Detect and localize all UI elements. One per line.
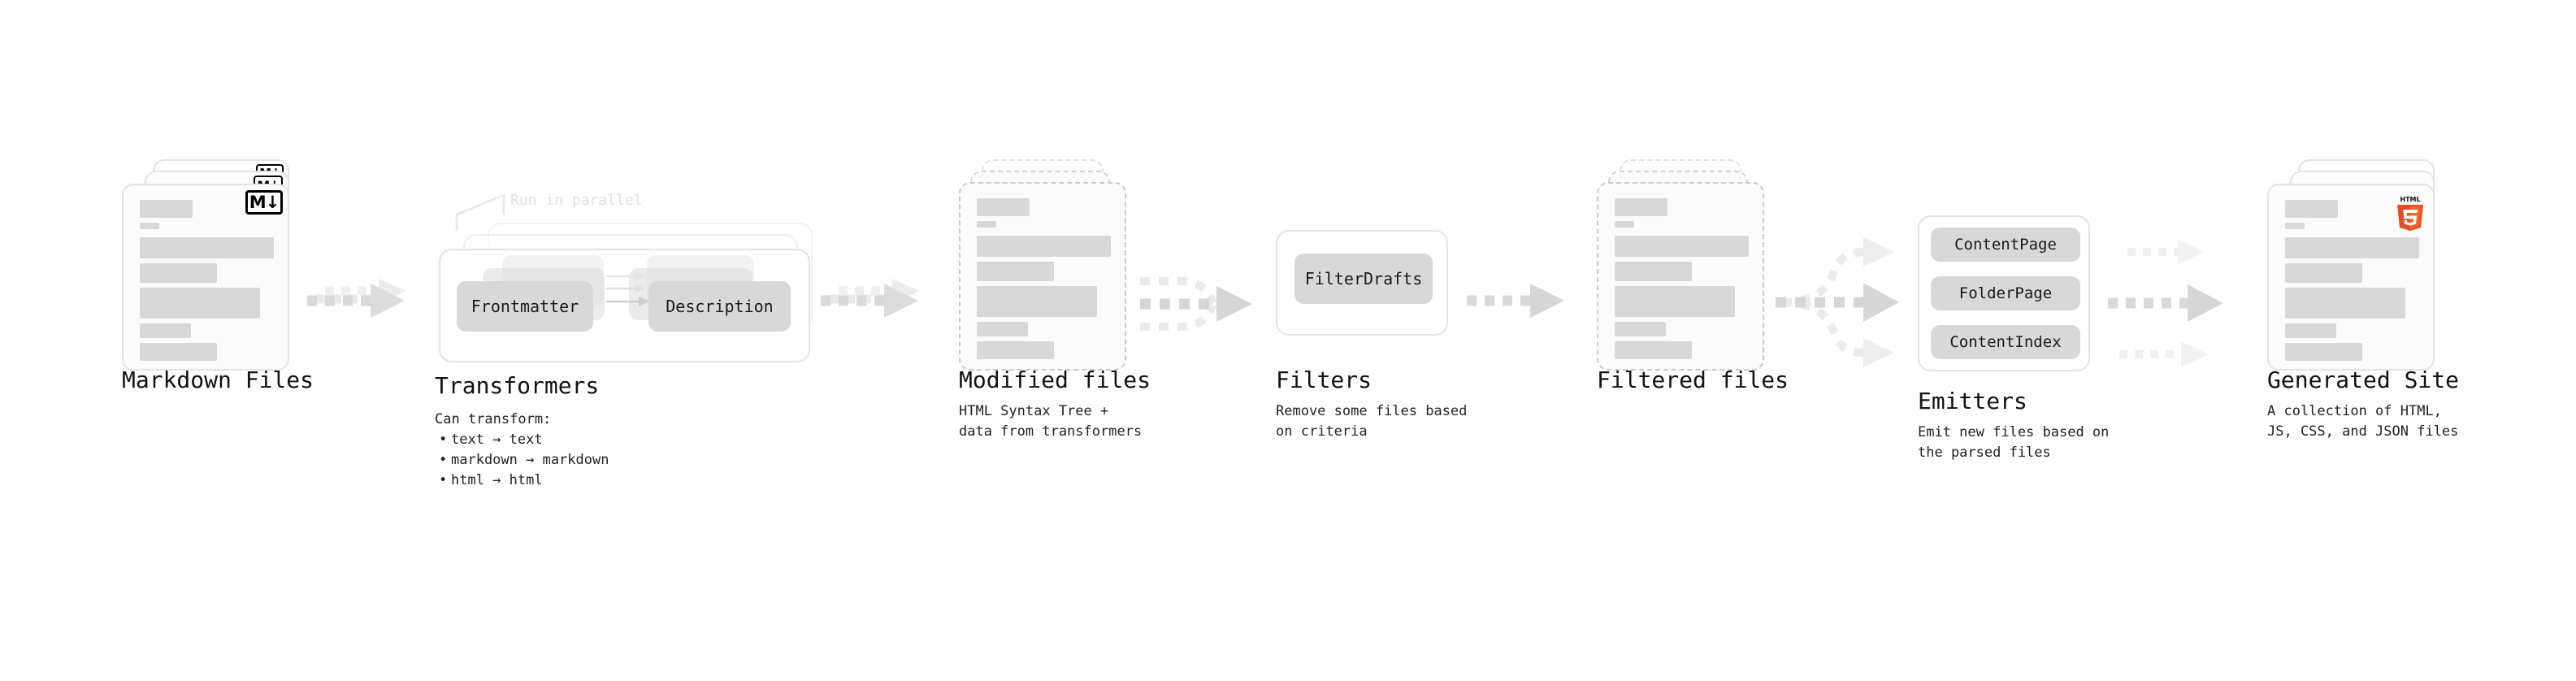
skeleton-line: [1615, 198, 1667, 216]
chip-folderpage[interactable]: FolderPage: [1931, 276, 2080, 310]
generated-sheet-front: [2267, 184, 2435, 371]
modified-file-stack: [959, 159, 1138, 371]
skeleton-line: [1615, 221, 1634, 228]
stage-title-modified-files: Modified files: [959, 367, 1151, 393]
skeleton-line: [977, 341, 1054, 359]
skeleton-line: [140, 288, 260, 319]
filtered-sheet-front: [1597, 182, 1764, 371]
skeleton-line: [140, 223, 159, 229]
run-in-parallel-leader: [455, 193, 505, 231]
skeleton-line: [977, 236, 1111, 257]
skeleton-line: [2285, 200, 2338, 218]
modified-sheet-front: [959, 182, 1126, 371]
skeleton-line: [2285, 288, 2405, 319]
skeleton-line: [1615, 262, 1692, 281]
skeleton-line: [2285, 343, 2362, 361]
skeleton-line: [1615, 322, 1666, 336]
skeleton-line: [2285, 223, 2305, 229]
chip-contentpage[interactable]: ContentPage: [1931, 228, 2080, 262]
stage-desc-transformers: Can transform:: [435, 411, 552, 427]
connector-filtered-to-emitters: [1776, 229, 1918, 375]
html5-badge: HTML: [2397, 196, 2423, 231]
connector-markdown-to-transformers: [307, 268, 429, 333]
stage-filtered-files: Filtered files: [1597, 159, 1789, 393]
stage-title-generated-site: Generated Site: [2267, 367, 2460, 393]
skeleton-line: [977, 221, 996, 228]
stage-desc-generated-site: A collection of HTML, JS, CSS, and JSON …: [2267, 403, 2459, 440]
skeleton-line: [1615, 341, 1692, 359]
stage-title-transformers: Transformers: [435, 372, 600, 399]
connector-emitters-to-site: [2105, 234, 2243, 372]
stage-desc-modified-files: HTML Syntax Tree + data from transformer…: [959, 403, 1143, 440]
skeleton-line: [140, 343, 217, 361]
skeleton-line: [140, 237, 274, 258]
skeleton-line: [977, 198, 1030, 216]
skeleton-line: [2285, 323, 2336, 338]
transformer-capability-item: html → html: [439, 471, 609, 491]
stage-title-filtered-files: Filtered files: [1597, 367, 1789, 393]
stage-generated-site: CSS HTML Generated S: [2267, 159, 2459, 440]
skeleton-line: [977, 286, 1097, 317]
transformer-capability-item: markdown → markdown: [439, 450, 609, 471]
skeleton-line: [977, 262, 1054, 281]
transformer-capability-item: text → text: [439, 430, 609, 450]
markdown-badge-front: M↓: [245, 190, 283, 215]
skeleton-line: [2285, 263, 2362, 283]
stage-title-filters: Filters: [1276, 367, 1373, 393]
skeleton-line: [2285, 237, 2419, 258]
skeleton-line: [977, 322, 1028, 336]
filtered-file-stack: [1597, 159, 1776, 371]
transformer-inner-arrows: [606, 272, 650, 306]
chip-description[interactable]: Description: [648, 281, 791, 332]
stage-modified-files: Modified files HTML Syntax Tree + data f…: [959, 159, 1151, 440]
connector-transformers-to-modified: [821, 268, 943, 333]
stage-title-emitters: Emitters: [1918, 388, 2027, 414]
stage-desc-emitters: Emit new files based on the parsed files: [1918, 424, 2110, 461]
filters-box: FilterDrafts: [1276, 230, 1448, 336]
skeleton-line: [140, 200, 193, 218]
connector-modified-to-filters: [1134, 241, 1264, 367]
run-in-parallel-note: Run in parallel: [510, 192, 643, 209]
skeleton-line: [1615, 236, 1749, 257]
stage-markdown-files: M↓ M↓ M↓ Markdown Files: [122, 159, 314, 393]
transformer-capability-list: text → text markdown → markdown html → h…: [435, 430, 609, 491]
skeleton-line: [140, 263, 217, 283]
generated-site-stack: CSS HTML: [2267, 159, 2454, 371]
skeleton-line: [1615, 286, 1735, 317]
chip-contentindex[interactable]: ContentIndex: [1931, 325, 2080, 359]
emitters-box: ContentPage FolderPage ContentIndex: [1918, 215, 2090, 371]
stage-desc-filters: Remove some files based on criteria: [1276, 403, 1468, 440]
chip-frontmatter[interactable]: Frontmatter: [457, 281, 593, 332]
markdown-sheet-front: [122, 184, 289, 371]
stage-title-markdown-files: Markdown Files: [122, 367, 314, 393]
skeleton-line: [140, 323, 191, 338]
svg-text:HTML: HTML: [2400, 196, 2420, 203]
markdown-file-stack: M↓ M↓ M↓: [122, 159, 309, 371]
connector-filters-to-filtered: [1467, 268, 1581, 333]
chip-filterdrafts[interactable]: FilterDrafts: [1295, 254, 1433, 304]
